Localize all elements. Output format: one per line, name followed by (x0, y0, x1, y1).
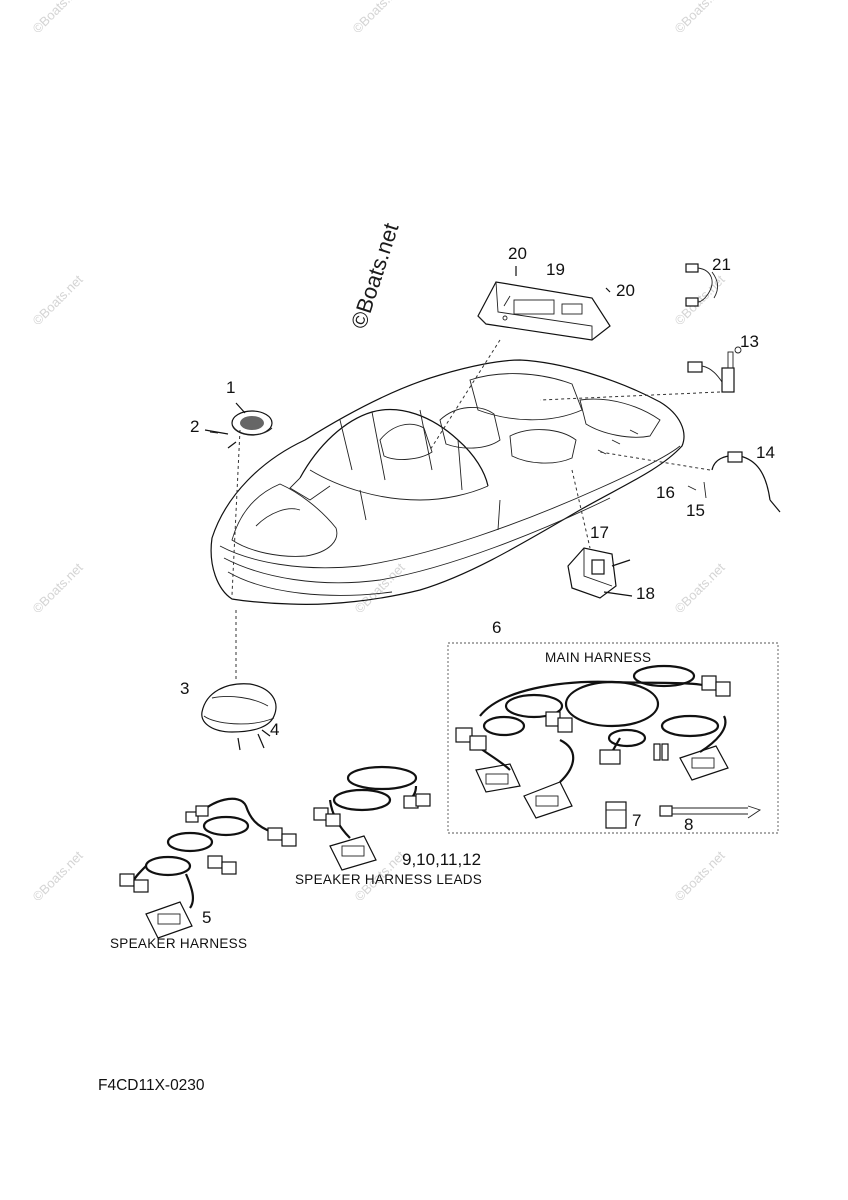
leader-lines (231, 339, 721, 680)
callout-8: 8 (684, 815, 693, 834)
watermark: ©Boats.net (350, 0, 406, 36)
callout-14: 14 (756, 443, 775, 462)
callout-15: 15 (686, 501, 705, 520)
cable-assembly-part (687, 451, 781, 513)
callout-20-right: 20 (616, 281, 635, 300)
callout-7: 7 (632, 811, 641, 830)
speaker-cover-part (201, 683, 277, 733)
tweeter-speaker-part (231, 402, 273, 436)
callout-6: 6 (492, 618, 501, 637)
watermark: ©Boats.net (30, 0, 86, 36)
watermark: ©Boats.net (30, 560, 86, 616)
watermark: ©Boats.net (672, 272, 728, 328)
caption-labels: MAIN HARNESS SPEAKER HARNESS LEADS SPEAK… (110, 650, 651, 951)
watermark: ©Boats.net (30, 848, 86, 904)
mounting-bracket-part (567, 547, 633, 599)
callout-20-top: 20 (508, 244, 527, 263)
callout-4: 4 (270, 720, 279, 739)
cover-screws-part (237, 729, 271, 751)
callout-21: 21 (712, 255, 731, 274)
speaker-harness-group (119, 797, 297, 939)
watermark: ©Boats.net (672, 848, 728, 904)
callout-5: 5 (202, 908, 211, 927)
callout-17: 17 (590, 523, 609, 542)
speaker-harness-leads-group (313, 765, 431, 871)
diagram-code: F4CD11X-0230 (98, 1077, 205, 1094)
brand-watermark: ©Boats.net (346, 220, 404, 332)
callout-18: 18 (636, 584, 655, 603)
callout-13: 13 (740, 332, 759, 351)
control-unit-part (477, 266, 611, 341)
watermark-layer: ©Boats.net ©Boats.net ©Boats.net ©Boats.… (30, 0, 728, 904)
tweeter-screws-part (204, 429, 237, 449)
watermark: ©Boats.net (30, 272, 86, 328)
callout-19: 19 (546, 260, 565, 279)
lead-wire-part (685, 263, 719, 307)
callout-2: 2 (190, 417, 199, 436)
callout-9-12: 9,10,11,12 (402, 850, 481, 869)
watermark: ©Boats.net (672, 0, 728, 36)
watermark: ©Boats.net (352, 560, 408, 616)
watermark: ©Boats.net (672, 560, 728, 616)
callout-3: 3 (180, 679, 189, 698)
callout-16: 16 (656, 483, 675, 502)
caption-speaker-harness: SPEAKER HARNESS (110, 936, 247, 951)
boat-hull-illustration (210, 359, 685, 605)
callout-1: 1 (226, 378, 235, 397)
caption-main-harness: MAIN HARNESS (545, 650, 651, 665)
caption-speaker-harness-leads: SPEAKER HARNESS LEADS (295, 872, 482, 887)
main-harness-group (447, 642, 779, 834)
callout-labels: 1 2 3 4 5 6 7 8 9,10,11,12 13 14 15 16 1… (180, 244, 775, 927)
sensor-switch-part (687, 346, 742, 393)
